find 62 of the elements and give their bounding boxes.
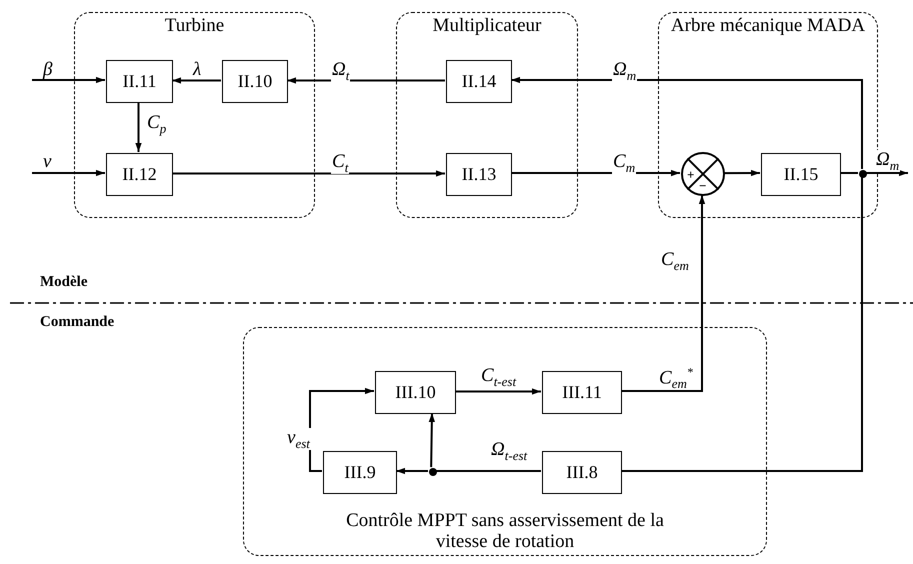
block-label: II.13: [462, 164, 496, 185]
group-title: Multiplicateur: [432, 16, 542, 37]
block-label: III.8: [566, 462, 598, 483]
sign-label: +: [687, 168, 694, 181]
signal-line: [436, 470, 541, 472]
block-box: [446, 153, 512, 196]
edge-label: C$_{p}$: [146, 113, 168, 135]
arrow: [172, 170, 445, 177]
arrow: [428, 412, 435, 468]
block-box: [222, 60, 288, 103]
edge-label: C$_{m}$: [612, 152, 636, 174]
edge-label: Ω$_{t-est}$: [490, 440, 528, 462]
edge-label: Ω$_{t}$: [331, 60, 350, 82]
arrow: [724, 170, 760, 176]
sign-label: −: [699, 179, 706, 192]
arrow: [32, 170, 105, 176]
edge-label: C$_{t}$: [331, 152, 350, 174]
edge-label: β: [42, 60, 54, 79]
section-label: Commande: [40, 314, 114, 331]
block-label: II.12: [122, 164, 157, 185]
block-label: III.10: [395, 382, 436, 403]
dashed-group-box: [74, 12, 315, 218]
group-title: Arbre mécanique MADA: [670, 16, 866, 37]
arrow: [511, 76, 863, 169]
junction-dot: [859, 170, 867, 178]
block-box: [375, 371, 456, 414]
block-label: II.14: [462, 71, 496, 92]
summing-junction: [681, 152, 725, 196]
arrow: [621, 195, 706, 392]
dashed-group-box: [658, 12, 878, 218]
signal-line: [840, 172, 858, 174]
signal-label: C$_{em}$: [660, 250, 690, 272]
edge-label: C$_{t-est}$: [480, 366, 518, 388]
section-label: Modèle: [40, 274, 88, 291]
block-label: III.9: [344, 462, 376, 483]
block-label: II.10: [238, 71, 272, 92]
edge-label: Ω$_{m}$: [875, 150, 900, 172]
arrow: [866, 170, 908, 176]
block-box: [323, 451, 397, 494]
block-box: [106, 153, 173, 196]
dashed-group-box: [396, 12, 578, 218]
junction-dot: [429, 468, 437, 476]
arrow: [135, 102, 142, 152]
edge-label: v$_{est}$: [286, 428, 311, 450]
block-label: II.11: [122, 71, 156, 92]
arrow: [287, 77, 445, 84]
group-title: Turbine: [164, 16, 226, 37]
block-box: [106, 60, 173, 103]
block-box: [446, 60, 512, 103]
arrow: [455, 388, 541, 395]
block-box: [542, 371, 622, 414]
block-label: II.15: [784, 164, 818, 185]
edge-label: Ω$_{m}$: [612, 60, 638, 82]
block-label: III.11: [562, 382, 602, 403]
arrow: [172, 77, 221, 84]
arrow: [396, 468, 428, 474]
block-box: [542, 451, 622, 494]
block-box: [761, 153, 841, 196]
dashed-group-box: [243, 327, 767, 556]
arrow: [32, 76, 105, 84]
signal-line: [621, 177, 863, 472]
group-title: Contrôle MPPT sans asservissement de la vitesse de rotation: [345, 511, 665, 553]
